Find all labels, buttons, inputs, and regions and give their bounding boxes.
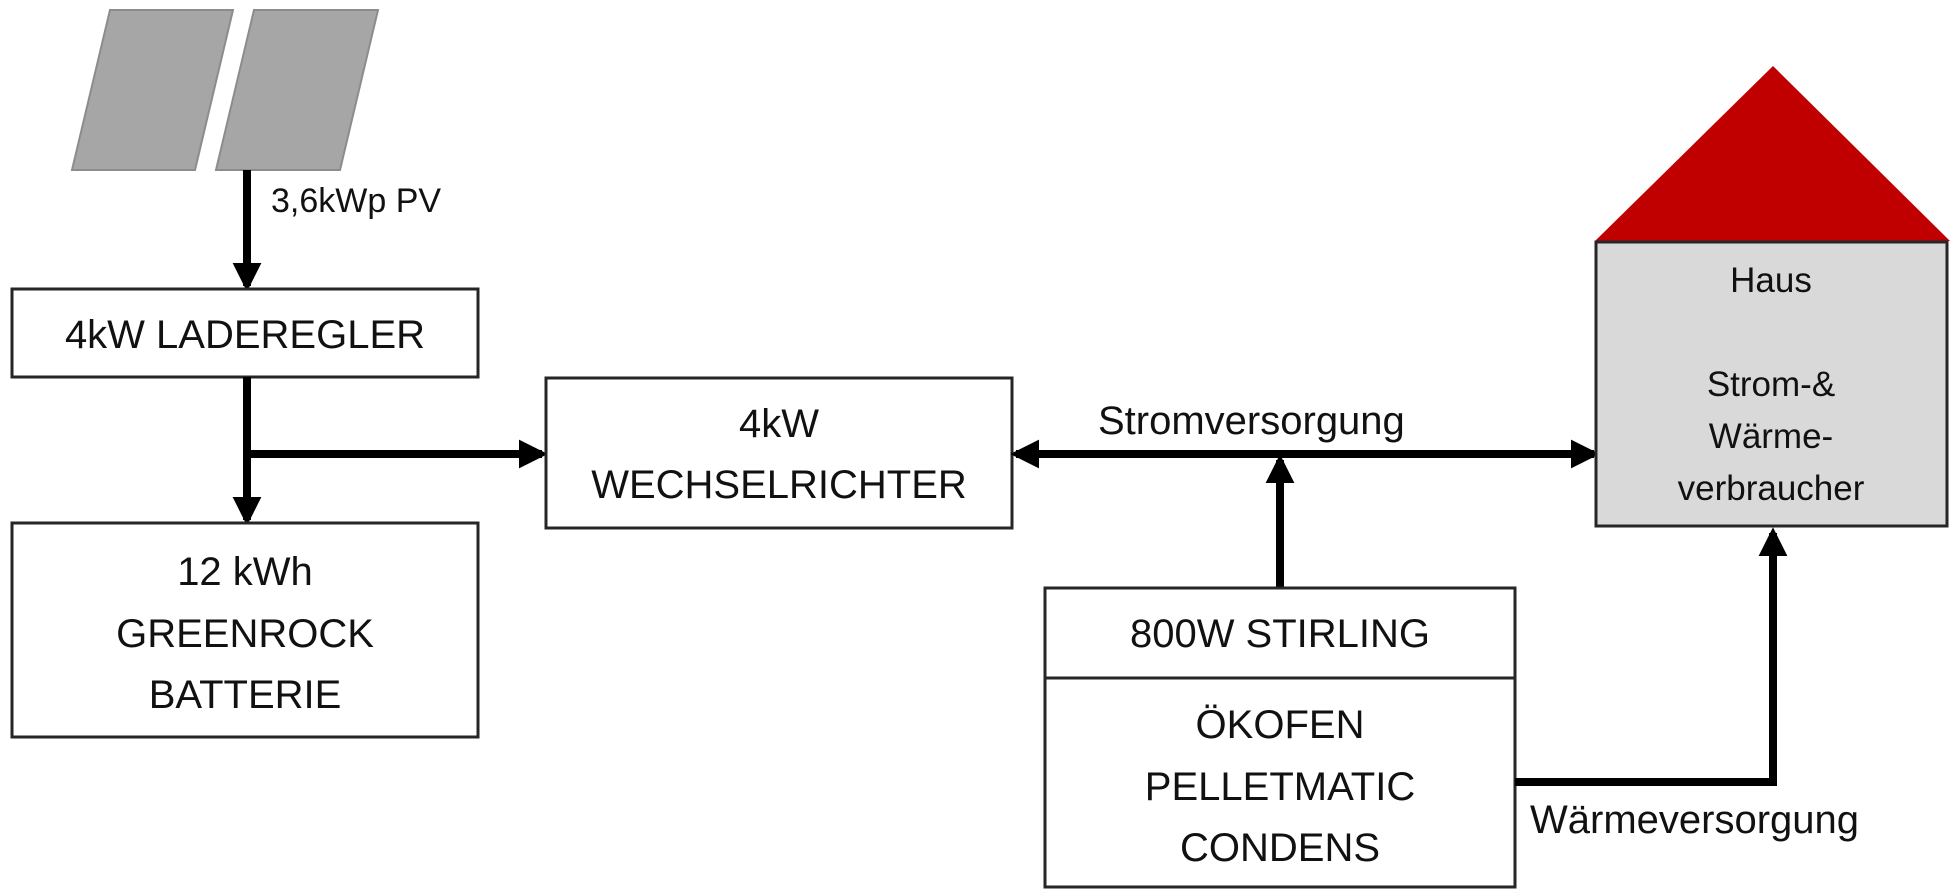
oekofen-line-2: PELLETMATIC xyxy=(1145,765,1415,809)
pv-label: 3,6kWp PV xyxy=(271,182,441,220)
haus-line-3: verbraucher xyxy=(1678,469,1865,508)
haus-line-2: Wärme- xyxy=(1709,417,1833,456)
stirling-label: 800W STIRLING xyxy=(1130,612,1430,656)
oekofen-line-1: ÖKOFEN xyxy=(1196,703,1365,747)
wechselrichter-line-2: WECHSELRICHTER xyxy=(591,463,967,507)
haus-roof xyxy=(1595,66,1950,241)
batterie-line-2: GREENROCK xyxy=(116,612,374,656)
wechselrichter-box: 4kW WECHSELRICHTER xyxy=(544,376,1014,530)
haus-title: Haus xyxy=(1730,261,1812,300)
solar-panel-left-icon xyxy=(70,9,235,171)
arrow-waermeversorgung xyxy=(1515,527,1788,786)
solar-panel-right-icon xyxy=(214,9,380,171)
wechselrichter-line-1: 4kW xyxy=(739,402,819,446)
haus-icon: Haus Strom-& Wärme- verbraucher xyxy=(1594,66,1950,528)
stirling-oekofen-box: 800W STIRLING ÖKOFEN PELLETMATIC CONDENS xyxy=(1043,586,1517,889)
stromversorgung-label: Stromversorgung xyxy=(1098,399,1405,443)
oekofen-line-3: CONDENS xyxy=(1180,826,1380,870)
waermeversorgung-label: Wärmeversorgung xyxy=(1530,798,1859,842)
haus-line-1: Strom-& xyxy=(1707,365,1835,404)
pv-panels-icon xyxy=(70,9,380,171)
batterie-box: 12 kWh GREENROCK BATTERIE xyxy=(10,521,480,739)
laderegler-box: 4kW LADEREGLER xyxy=(10,287,480,379)
batterie-line-3: BATTERIE xyxy=(149,673,342,717)
haus-body xyxy=(1594,240,1949,528)
batterie-line-1: 12 kWh xyxy=(177,550,313,594)
laderegler-label: 4kW LADEREGLER xyxy=(65,313,425,357)
